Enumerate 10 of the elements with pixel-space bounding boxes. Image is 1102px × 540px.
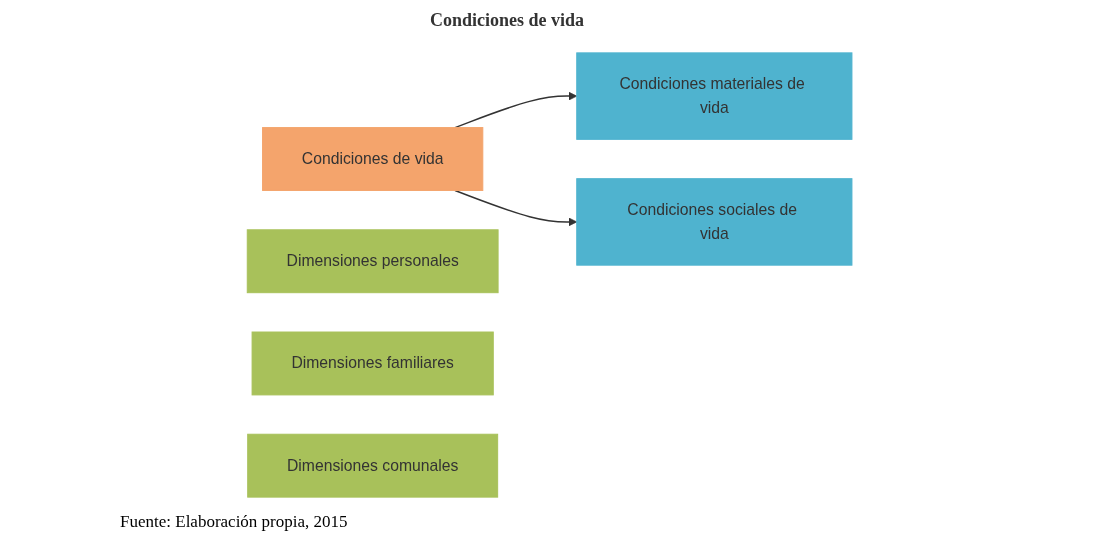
node-box: Condiciones sociales de vida <box>576 178 853 266</box>
node-box: Condiciones de vida <box>262 127 484 191</box>
caption: Fuente: Elaboración propia, 2015 <box>120 512 348 532</box>
node-box: Condiciones materiales de vida <box>576 52 853 140</box>
node-box: Dimensiones personales <box>247 229 499 294</box>
node-box: Dimensiones comunales <box>247 433 499 498</box>
arrow <box>454 189 578 227</box>
node-box: Dimensiones familiares <box>252 331 495 396</box>
arrow <box>454 91 578 129</box>
heading-label: Condiciones de vida <box>430 10 585 31</box>
